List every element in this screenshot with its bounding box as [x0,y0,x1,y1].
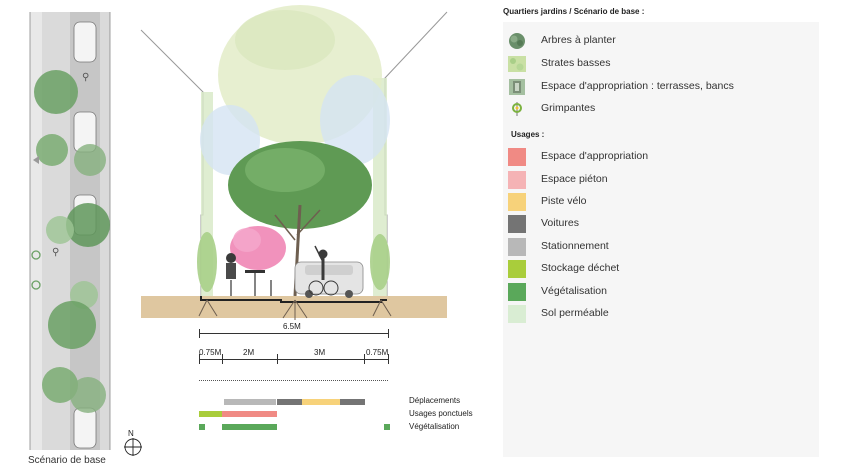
plan-tree [42,367,78,403]
low-vegetation [370,234,390,290]
plan-tree [66,203,110,247]
legend-label: Stockage déchet [541,262,620,274]
legend-label: Stationnement [541,240,609,252]
canopy-blue [320,75,390,165]
usage-swatch [508,305,526,323]
plan-car [73,21,97,63]
legend-label: Sol perméable [541,307,609,319]
person-sitting [226,263,236,279]
dimension-total-label: 6.5M [283,322,301,331]
bar-pedestrian [224,399,276,405]
flowering-shrub [233,228,261,252]
dimension-tick [388,354,389,364]
bar-bike-lane [302,399,340,405]
legend-label: Arbres à planter [541,34,616,46]
plan-car [73,407,97,449]
plan-arrow-icon [33,156,39,164]
usage-swatch [508,238,526,256]
usage-swatch [508,193,526,211]
legend-label: Grimpantes [541,102,596,114]
usage-swatch [508,260,526,278]
legend-label: Végétalisation [541,285,607,297]
bar-label-usages-ponctuels: Usages ponctuels [409,409,473,418]
car-window [305,265,353,275]
bicycle-wheel [323,280,339,296]
car-wheel [345,290,353,298]
plan-tree [48,301,96,349]
tree-roots [282,299,308,320]
low-vegetation [197,232,217,292]
dimension-tick [199,329,200,338]
dimension-segments-line [199,359,388,360]
plan-marker [31,250,41,260]
bar-label-vegetalisation: Végétalisation [409,422,460,431]
usage-swatch [508,215,526,233]
plan-tree [74,144,106,176]
plan-bike-icon: ⚲ [82,72,89,83]
plan-marker [31,280,41,290]
dimension-segment-label: 2M [243,348,255,357]
dimension-tick [199,354,200,364]
legend-label: Strates basses [541,57,611,69]
legend-panel [503,22,819,457]
plan-bike-icon: ⚲ [52,247,59,258]
plan-tree [36,134,68,166]
tree-icon [509,33,525,49]
building-left-outline [140,29,204,296]
dimension-segment-label: 0.75M [366,348,389,357]
usage-swatch [508,148,526,166]
low-vegetation-icon [508,56,526,72]
person-sitting [226,253,236,263]
street-plan: ⚲ ⚲ [29,12,111,450]
legend-label: Espace piéton [541,173,608,185]
legend-label: Piste vélo [541,195,587,207]
bar-vegetation [384,424,390,430]
car-wheel [305,290,313,298]
bar-vegetation [222,424,277,430]
plan-tree [46,216,74,244]
plan-title: Scénario de base [28,455,106,466]
legend-label: Espace d'appropriation : terrasses, banc… [541,80,734,92]
street-section [140,5,448,320]
bar-cars [277,399,302,405]
cyclist-arm [314,245,324,263]
terrace-icon [509,79,525,95]
tree-branch [274,214,296,241]
usage-swatch [508,283,526,301]
dimension-tick [388,329,389,338]
tree-crown [245,148,325,192]
plan-tree [70,377,106,413]
tree-branch [296,209,321,236]
dimension-total-line [199,333,388,334]
bar-vegetation [199,424,205,430]
tree-roots [198,299,218,317]
dimension-segment-label: 3M [314,348,326,357]
plan-sidewalk-left [30,12,42,450]
dimension-segment-label: 0.75M [199,348,222,357]
canopy-light [235,10,335,70]
usages-title: Usages : [511,130,545,139]
dimension-tick [277,354,278,364]
bar-waste-storage [199,411,222,417]
legend-label: Voitures [541,217,579,229]
bar-cars [340,399,365,405]
climbing-plant-icon [512,102,522,116]
usage-swatch [508,171,526,189]
dotted-separator [199,380,388,381]
legend-title: Quartiers jardins / Scénario de base : [503,7,645,16]
bicycle-wheel [308,280,324,296]
terrace-table [245,270,265,273]
ground-permeable [141,296,447,318]
building-right-outline [384,11,448,296]
dimension-tick [364,354,365,364]
tree-roots [372,299,392,317]
legend-label: Espace d'appropriation [541,150,649,162]
bar-label-deplacements: Déplacements [409,396,461,405]
plan-tree [34,70,78,114]
north-label: N [128,429,134,438]
north-arrow-icon: N [124,429,142,456]
bar-appropriation [222,411,277,417]
dimension-tick [222,354,223,364]
